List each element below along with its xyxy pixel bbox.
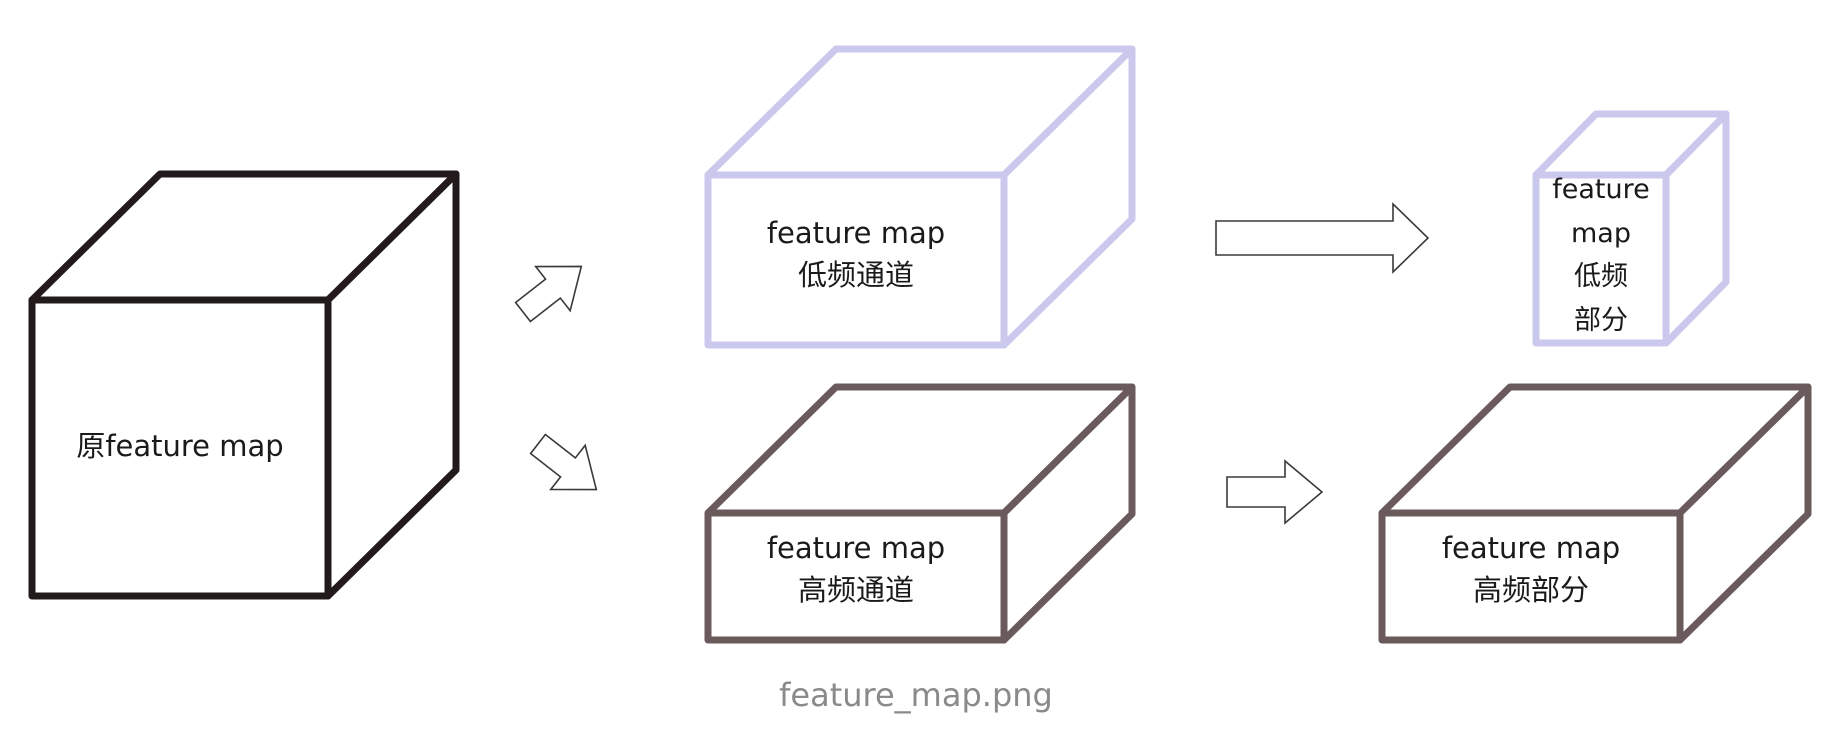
high-frequency-channel-box (704, 383, 1136, 644)
original-feature-map-cube (28, 170, 460, 600)
low-frequency-part-label: feature map 低频 部分 (1552, 174, 1650, 337)
arrow-right-low-icon (1215, 202, 1430, 274)
original-feature-map-label: 原feature map (76, 429, 284, 463)
low-frequency-channel-label: feature map 低频通道 (766, 216, 946, 293)
arrow-up-right-icon (514, 265, 583, 323)
high-frequency-part-box (1378, 383, 1812, 644)
image-caption: feature_map.png (779, 676, 1053, 714)
low-frequency-channel-box (704, 45, 1136, 349)
high-frequency-channel-label: feature map 高频通道 (766, 531, 946, 608)
arrow-right-high-icon (1226, 459, 1324, 525)
arrow-down-right-icon (529, 433, 598, 491)
low-frequency-part-box (1532, 110, 1730, 347)
high-frequency-part-label: feature map 高频部分 (1441, 531, 1621, 608)
